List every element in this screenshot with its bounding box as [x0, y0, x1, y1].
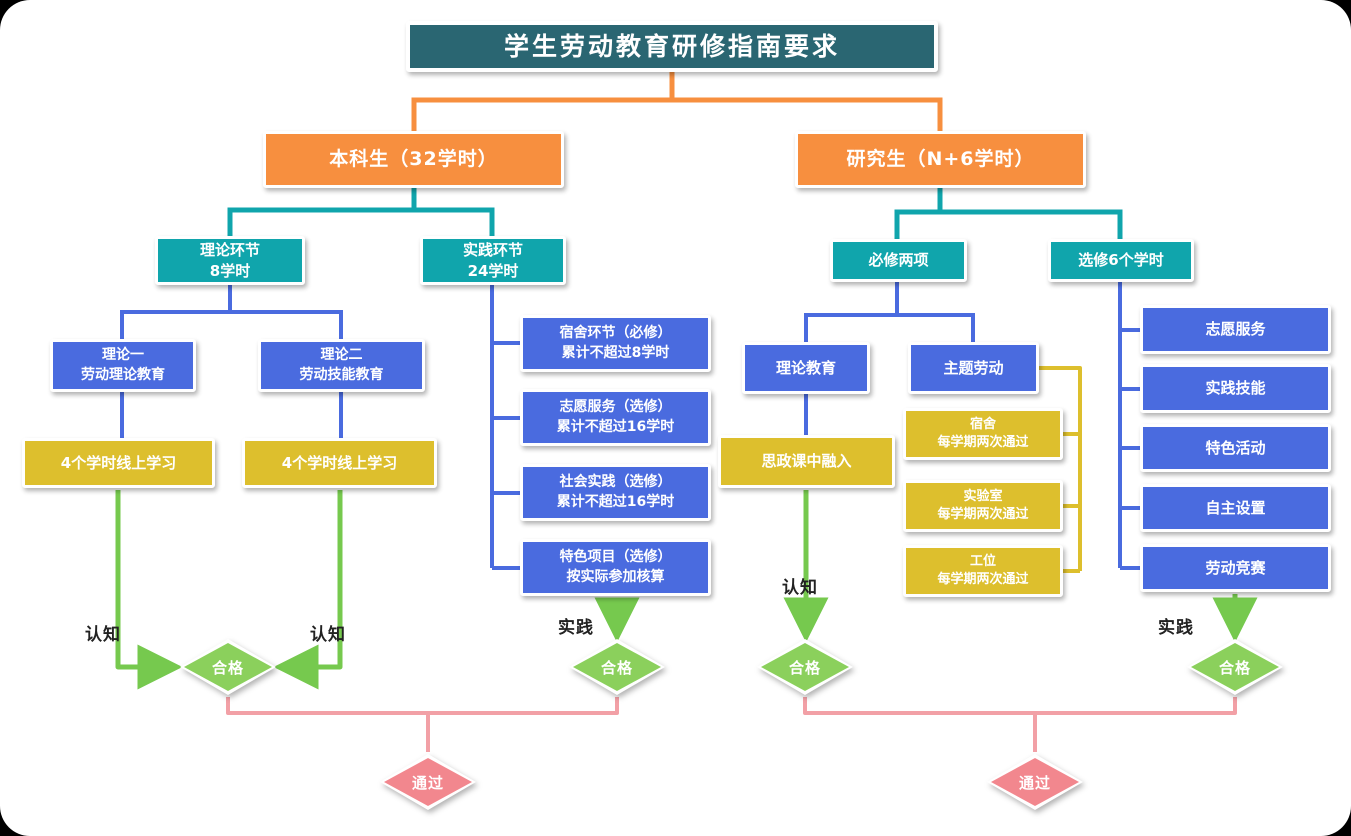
- connector-themelabor-checks: [1038, 366, 1082, 573]
- connector-qualified-pass-left: [226, 697, 619, 752]
- node-graduate: 研究生（N+6学时）: [795, 131, 1086, 188]
- node-practice-skill: 实践技能: [1140, 364, 1331, 413]
- label-cognition-right: 认知: [782, 578, 818, 598]
- node-ideology-course: 思政课中融入: [718, 435, 895, 488]
- node-dorm-check: 宿舍 每学期两次通过: [903, 408, 1063, 460]
- arrow-online1-qualified: [115, 490, 183, 690]
- node-special-project-optional: 特色项目（选修） 按实际参加核算: [520, 539, 711, 596]
- node-dorm-required: 宿舍环节（必修） 累计不超过8学时: [520, 315, 711, 372]
- label-cognition-left-2: 认知: [310, 625, 346, 645]
- label-cognition-left-1: 认知: [85, 625, 121, 645]
- connector-graduate-sections: [894, 188, 1123, 239]
- node-required-two: 必修两项: [830, 239, 967, 282]
- diamond-pass-1: 通过: [380, 754, 476, 810]
- diagram-title: 学生劳动教育研修指南要求: [406, 21, 938, 72]
- connector-practice-list: [490, 285, 520, 570]
- connector-undergrad-sections: [227, 188, 495, 237]
- diagram-title-text: 学生劳动教育研修指南要求: [503, 32, 840, 61]
- node-elective-six: 选修6个学时: [1048, 239, 1194, 282]
- node-undergraduate: 本科生（32学时）: [263, 131, 564, 188]
- diamond-qualified-3: 合格: [757, 639, 853, 695]
- diamond-pass-2: 通过: [987, 754, 1083, 810]
- node-volunteer-service: 志愿服务: [1140, 305, 1331, 354]
- connector-qualified-pass-right: [803, 697, 1237, 752]
- node-theory1: 理论一 劳动理论教育: [50, 339, 196, 392]
- node-theory-section: 理论环节 8学时: [155, 236, 305, 285]
- node-special-activity: 特色活动: [1140, 424, 1331, 472]
- label-practice-mid: 实践: [558, 618, 594, 638]
- node-workstation-check: 工位 每学期两次通过: [903, 545, 1063, 597]
- diamond-qualified-4: 合格: [1187, 639, 1283, 695]
- node-labor-competition: 劳动竞赛: [1140, 544, 1331, 592]
- connector-required-split: [804, 282, 975, 342]
- node-online-study-1: 4个学时线上学习: [22, 438, 215, 488]
- diamond-qualified-2: 合格: [569, 639, 665, 695]
- node-online-study-2: 4个学时线上学习: [242, 438, 437, 488]
- node-theory2: 理论二 劳动技能教育: [258, 339, 425, 392]
- label-practice-right: 实践: [1158, 618, 1194, 638]
- node-theory-education: 理论教育: [742, 342, 870, 394]
- connector-theory-split: [120, 285, 343, 339]
- connector-elective-list: [1118, 282, 1140, 570]
- node-practice-section: 实践环节 24学时: [420, 236, 566, 285]
- node-theme-labor: 主题劳动: [908, 342, 1039, 394]
- connector-title-to-branches: [411, 71, 943, 131]
- node-social-practice-optional: 社会实践（选修） 累计不超过16学时: [520, 464, 711, 521]
- node-volunteer-optional: 志愿服务（选修） 累计不超过16学时: [520, 389, 711, 446]
- diamond-qualified-1: 合格: [180, 639, 276, 695]
- node-lab-check: 实验室 每学期两次通过: [903, 480, 1063, 532]
- connector-theory-to-online: [120, 392, 343, 438]
- node-self-set: 自主设置: [1140, 484, 1331, 532]
